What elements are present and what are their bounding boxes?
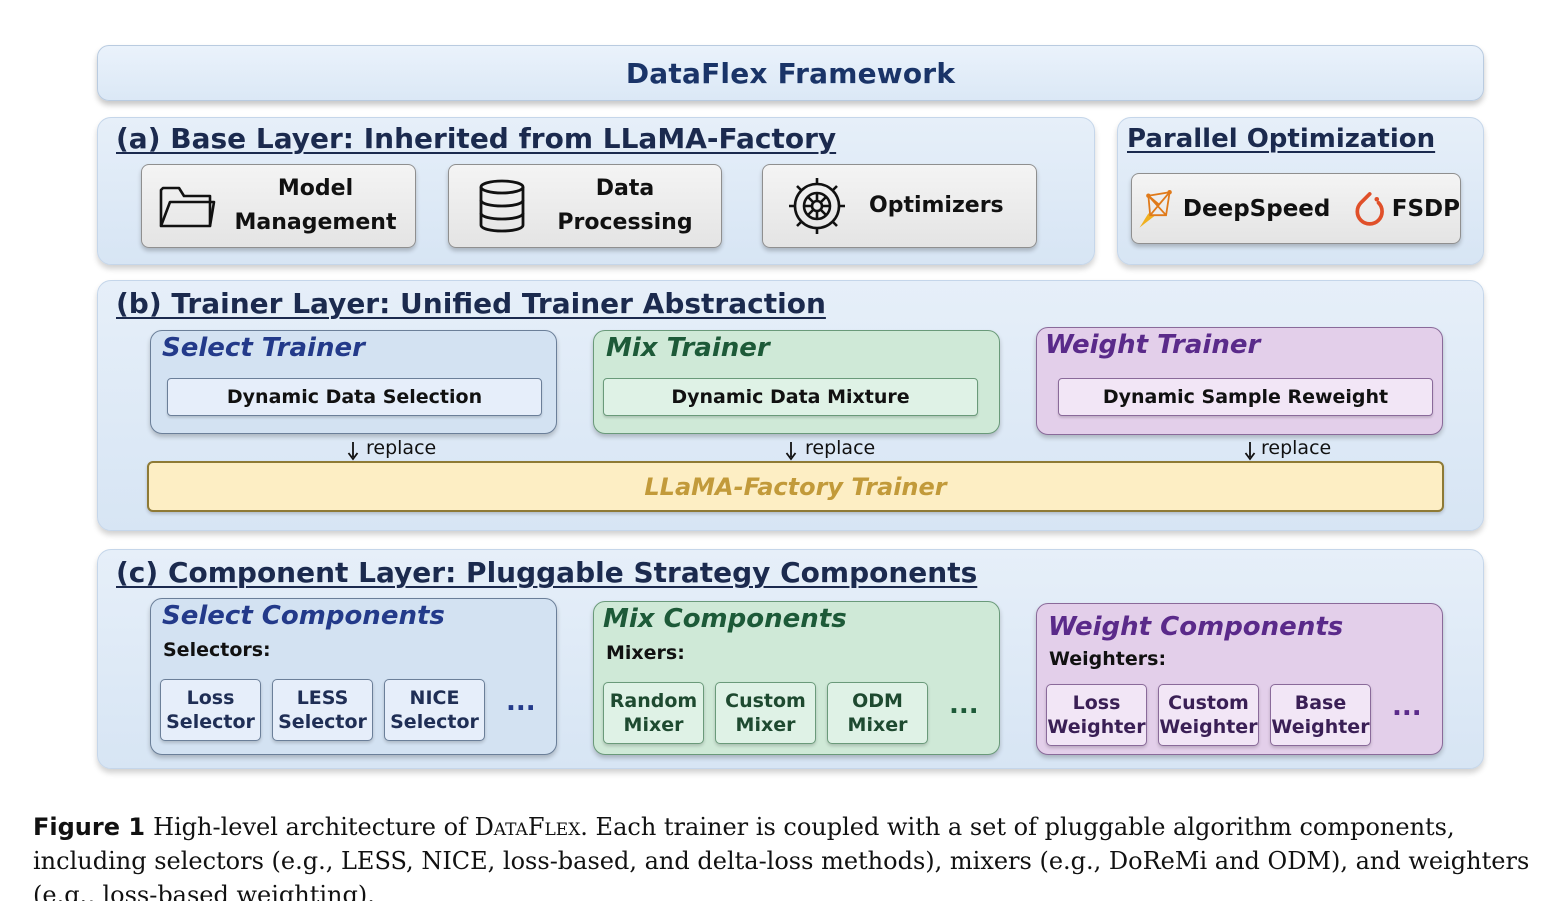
selectors-label: Selectors: [163, 639, 271, 661]
pytorch-icon [1355, 191, 1385, 226]
loss-weighter: Loss Weighter [1046, 684, 1147, 746]
data-processing-label-2: Processing [557, 210, 693, 235]
loss-selector: Loss Selector [160, 679, 261, 741]
nice-selector: NICE Selector [384, 679, 485, 741]
model-management-label-1: Model [277, 176, 354, 201]
mix-trainer-function: Dynamic Data Mixture [603, 378, 978, 416]
optimizers-box: Optimizers [762, 164, 1037, 248]
caption-name: DataFlex [474, 813, 581, 841]
replace-label-mix: replace [805, 437, 876, 459]
model-management-label-2: Management [234, 210, 397, 235]
data-processing-label-1: Data [595, 176, 655, 201]
more-mixers: ... [949, 690, 979, 720]
replace-arrow-select [347, 442, 359, 461]
custom-weighter: Custom Weighter [1158, 684, 1259, 746]
mix-components-title: Mix Components [603, 604, 847, 634]
weight-trainer-function: Dynamic Sample Reweight [1058, 378, 1433, 416]
base-weighter: Base Weighter [1270, 684, 1371, 746]
select-trainer-function: Dynamic Data Selection [167, 378, 542, 416]
llama-factory-trainer: LLaMA-Factory Trainer [147, 461, 1444, 512]
odm-mixer: ODM Mixer [827, 682, 928, 744]
weight-trainer-title: Weight Trainer [1045, 330, 1261, 360]
component-layer-title: (c) Component Layer: Pluggable Strategy … [116, 556, 978, 589]
replace-arrow-mix [785, 442, 797, 461]
replace-label-weight: replace [1261, 437, 1332, 459]
parallel-title: Parallel Optimization [1127, 124, 1436, 154]
select-components-title: Select Components [162, 601, 445, 631]
optimizers-label: Optimizers [869, 193, 1004, 218]
weighters-label: Weighters: [1049, 648, 1167, 670]
data-processing-box: Data Processing [448, 164, 722, 248]
framework-title-bar: DataFlex Framework [97, 45, 1484, 101]
weight-trainer-box: Weight Trainer Dynamic Sample Reweight [1036, 327, 1443, 435]
caption-text-before: High-level architecture of [153, 813, 475, 841]
deepspeed-icon [1139, 189, 1172, 228]
weight-components-box: Weight Components Weighters: Loss Weight… [1036, 603, 1443, 755]
figure-label: Figure 1 [33, 813, 146, 841]
mix-trainer-box: Mix Trainer Dynamic Data Mixture [593, 330, 1000, 434]
folder-icon [159, 186, 216, 228]
replace-arrow-weight [1244, 442, 1256, 461]
parallel-tools-box: DeepSpeed FSDP [1131, 173, 1461, 244]
model-management-box: Model Management [141, 164, 416, 248]
gear-icon [789, 178, 845, 234]
framework-title: DataFlex Framework [625, 56, 956, 90]
trainer-layer-title: (b) Trainer Layer: Unified Trainer Abstr… [116, 287, 826, 320]
caption-text-after: . Each trainer is coupled with a set of … [33, 813, 1530, 901]
custom-mixer: Custom Mixer [715, 682, 816, 744]
mix-trainer-title: Mix Trainer [606, 333, 770, 363]
database-icon [479, 179, 525, 233]
select-trainer-box: Select Trainer Dynamic Data Selection [150, 330, 557, 434]
select-components-box: Select Components Selectors: Loss Select… [150, 598, 557, 755]
replace-label-select: replace [366, 437, 437, 459]
base-layer-title: (a) Base Layer: Inherited from LLaMA-Fac… [116, 122, 837, 155]
weight-components-title: Weight Components [1048, 612, 1344, 642]
more-weighters: ... [1392, 692, 1422, 722]
random-mixer: Random Mixer [603, 682, 704, 744]
fsdp-label: FSDP [1391, 195, 1460, 222]
more-selectors: ... [506, 687, 536, 717]
mix-components-box: Mix Components Mixers: Random Mixer Cust… [593, 601, 1000, 755]
mixers-label: Mixers: [606, 642, 685, 664]
deepspeed-label: DeepSpeed [1182, 195, 1331, 222]
less-selector: LESS Selector [272, 679, 373, 741]
select-trainer-title: Select Trainer [162, 333, 365, 363]
